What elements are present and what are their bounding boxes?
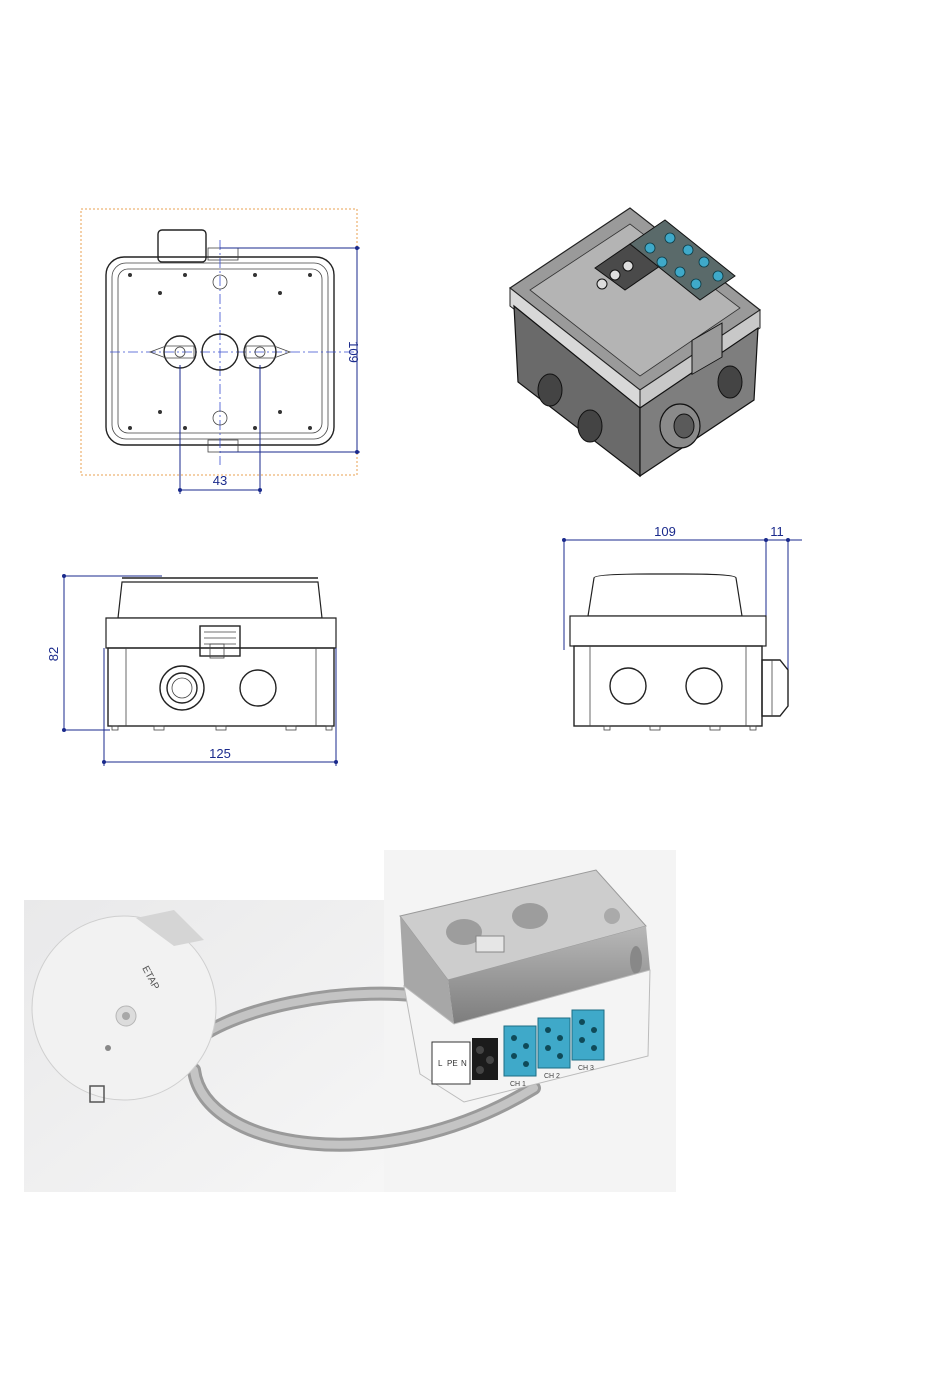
side-view-depth-dimension: 109 [654,524,676,539]
channel-label-1: CH 1 [510,1081,526,1088]
terminal-label-pe: PE [447,1059,458,1068]
side-view-drawing: 109 11 [550,520,820,750]
product-photo: ETAP L PE N CH 1 CH 2 CH 3 [24,850,676,1192]
terminal-label-n: N [461,1059,467,1068]
bounding-box [81,209,357,475]
top-view-drawing: 109 43 [70,200,390,500]
front-body-outline [108,648,334,726]
channel-label-2: CH 2 [544,1073,560,1080]
channel-label-3: CH 3 [578,1065,594,1072]
front-view-height-dimension: 82 [46,647,61,661]
terminal-label-l: L [438,1059,443,1068]
hole-spacing-dimension: 43 [213,473,227,488]
isometric-view-drawing [490,200,790,490]
front-view-drawing: 82 125 [40,560,360,780]
top-view-height-dimension: 109 [346,341,361,363]
side-body-outline [574,646,762,726]
gland-protrusion-dimension: 11 [770,524,784,539]
front-view-width-dimension: 125 [209,746,231,761]
